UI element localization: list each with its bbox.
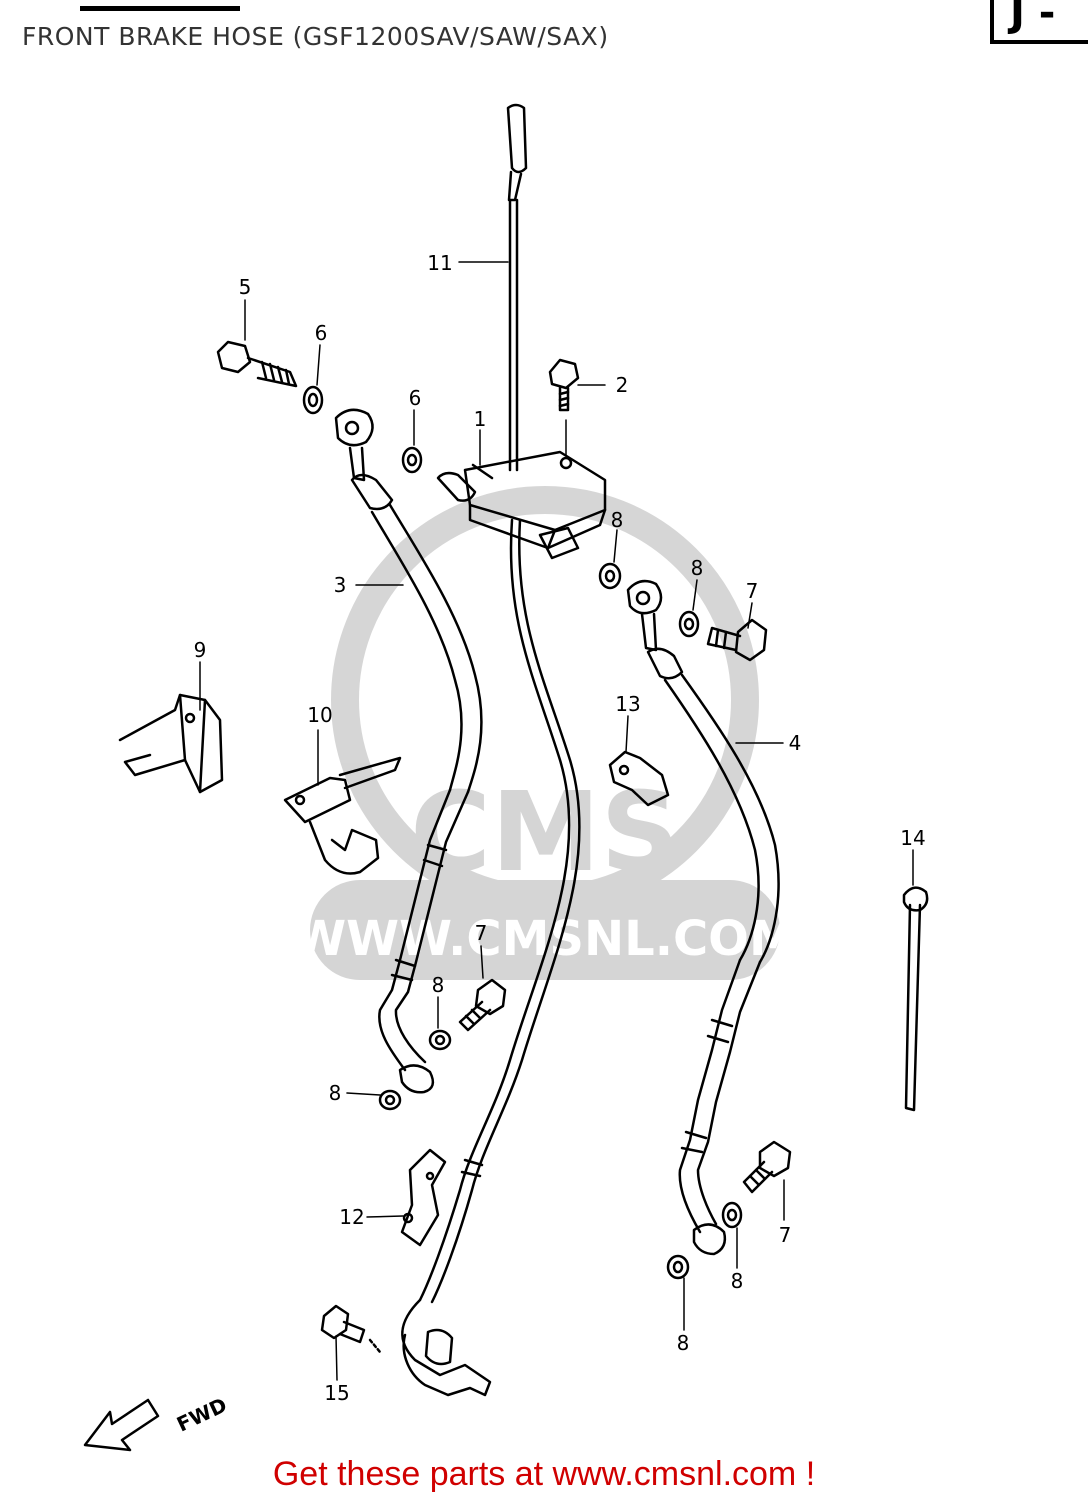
cable-tie-14 bbox=[902, 886, 929, 1112]
washer-8d bbox=[378, 1089, 402, 1111]
callout-9: 9 bbox=[194, 638, 207, 662]
washer-8b bbox=[678, 610, 700, 638]
callout-7c: 7 bbox=[779, 1223, 792, 1247]
callout-7a: 7 bbox=[746, 579, 759, 603]
fwd-label: FWD bbox=[173, 1393, 231, 1437]
callout-10: 10 bbox=[307, 703, 332, 727]
clamp-12 bbox=[400, 1148, 447, 1247]
washer-8c bbox=[428, 1029, 452, 1051]
bolt-15 bbox=[320, 1304, 382, 1354]
brake-line-11 bbox=[401, 103, 581, 1397]
callout-1: 1 bbox=[474, 407, 487, 431]
callout-6b: 6 bbox=[409, 386, 422, 410]
callout-11: 11 bbox=[427, 251, 452, 275]
bolt-7b bbox=[458, 978, 507, 1032]
cmsnl-watermark: CMS WWW.CMSNL.COM bbox=[293, 486, 797, 980]
callout-8f: 8 bbox=[677, 1331, 690, 1355]
callout-15: 15 bbox=[324, 1381, 349, 1405]
callout-7b: 7 bbox=[475, 921, 488, 945]
footer-promo-link[interactable]: Get these parts at www.cmsnl.com ! bbox=[272, 1455, 816, 1493]
callout-8b: 8 bbox=[691, 556, 704, 580]
forward-direction-arrow bbox=[83, 1398, 160, 1452]
callout-8d: 8 bbox=[329, 1081, 342, 1105]
page-reference-box: J - bbox=[990, 0, 1088, 44]
callout-13: 13 bbox=[615, 692, 640, 716]
header-fragment bbox=[80, 0, 240, 11]
watermark-brand: CMS bbox=[410, 768, 679, 896]
callout-6a: 6 bbox=[315, 321, 328, 345]
washer-6a bbox=[302, 385, 324, 415]
page-reference: J - bbox=[1010, 0, 1056, 36]
bolt-7a bbox=[706, 618, 768, 662]
washer-6b bbox=[401, 446, 423, 474]
banjo-bolt-5 bbox=[216, 340, 298, 388]
washer-8e bbox=[721, 1201, 743, 1229]
bracket-9 bbox=[118, 693, 224, 794]
callout-5: 5 bbox=[239, 275, 252, 299]
leader-lines bbox=[199, 261, 914, 1381]
diagram-title: FRONT BRAKE HOSE (GSF1200SAV/SAW/SAX) bbox=[22, 22, 609, 51]
clamp-10 bbox=[283, 756, 402, 875]
callout-12: 12 bbox=[339, 1205, 364, 1229]
callout-8a: 8 bbox=[611, 508, 624, 532]
callout-8c: 8 bbox=[432, 973, 445, 997]
callout-14: 14 bbox=[900, 826, 925, 850]
bolt-7c bbox=[742, 1140, 792, 1194]
brake-hose-4 bbox=[626, 579, 780, 1256]
callout-3: 3 bbox=[334, 573, 347, 597]
washer-8a bbox=[598, 562, 622, 590]
junction-block-1 bbox=[436, 450, 607, 560]
brake-hose-3 bbox=[334, 408, 483, 1094]
callout-8e: 8 bbox=[731, 1269, 744, 1293]
watermark-url: WWW.CMSNL.COM bbox=[293, 911, 797, 967]
clamp-13 bbox=[608, 750, 670, 807]
bolt-2 bbox=[548, 358, 580, 456]
callout-2: 2 bbox=[616, 373, 629, 397]
callout-4: 4 bbox=[789, 731, 802, 755]
washer-8f bbox=[666, 1254, 690, 1280]
